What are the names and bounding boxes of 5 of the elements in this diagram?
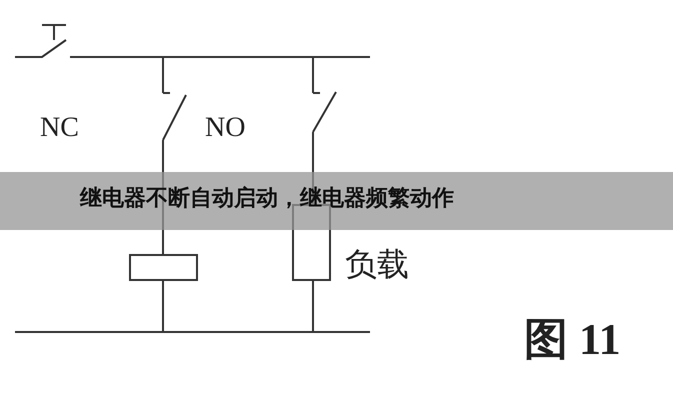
load-label: 负载 — [345, 248, 409, 280]
title-text: 继电器不断自动启动，继电器频繁动作 — [80, 188, 454, 210]
figure-number: 图 11 — [524, 318, 621, 362]
terminal-label: NO — [205, 114, 246, 142]
terminal-label: NC — [40, 114, 79, 142]
